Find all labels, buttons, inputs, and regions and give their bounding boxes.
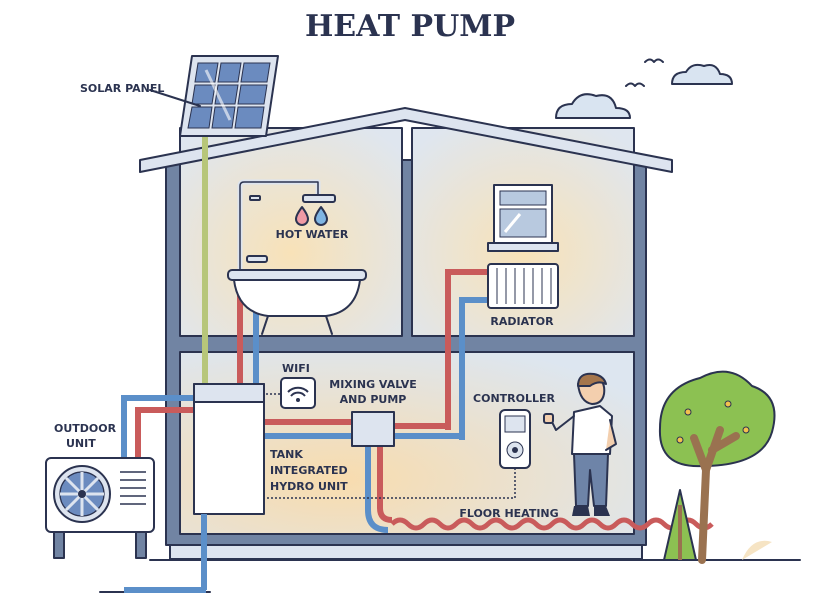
water-drop-icon	[295, 206, 309, 226]
tree-icon	[663, 489, 697, 561]
floor-heating-coil	[390, 517, 714, 531]
wifi-icon	[280, 377, 316, 409]
roof	[139, 107, 673, 173]
cold-pipe	[121, 395, 196, 460]
mixing-valve-icon	[351, 411, 395, 447]
controller-icon	[499, 409, 531, 469]
wifi-label: WIFI	[282, 362, 310, 375]
cold-pipe	[459, 297, 490, 440]
person-icon	[543, 372, 617, 516]
water-drop-icon	[314, 206, 328, 226]
page-title: HEAT PUMP	[305, 9, 515, 44]
mixing-valve-label-line1: MIXING VALVE	[329, 378, 416, 391]
control-wire	[266, 468, 516, 499]
tree-icon	[658, 370, 776, 564]
outdoor-unit-icon	[45, 457, 155, 559]
window-icon	[487, 184, 559, 252]
hot-pipe	[135, 407, 196, 460]
mixing-valve-label-line2: AND PUMP	[340, 393, 407, 406]
hot-pipe	[445, 269, 490, 430]
solar-panel-label: SOLAR PANEL	[80, 82, 164, 95]
tank-label-line3: HYDRO UNIT	[270, 480, 348, 493]
bird-icon	[625, 58, 664, 87]
tank-label-line1: TANK	[270, 448, 303, 461]
radiator-icon	[487, 263, 559, 309]
tank-hydro-unit	[193, 383, 265, 515]
bathtub-icon	[227, 269, 367, 335]
controller-label: CONTROLLER	[473, 392, 555, 405]
hot-water-label: HOT WATER	[276, 228, 349, 241]
fan-icon	[53, 465, 111, 523]
tank-label-line2: INTEGRATED	[270, 464, 348, 477]
outdoor-unit-label-line1: OUTDOOR	[54, 422, 117, 435]
cloud-icon	[671, 63, 733, 85]
shower-icon	[237, 179, 336, 273]
outdoor-unit-label-line2: UNIT	[66, 437, 96, 450]
cloud-icon	[555, 93, 631, 119]
radiator-label: RADIATOR	[490, 315, 554, 328]
floor-heating-label: FLOOR HEATING	[459, 507, 558, 520]
solar-panel-icon	[179, 55, 279, 137]
